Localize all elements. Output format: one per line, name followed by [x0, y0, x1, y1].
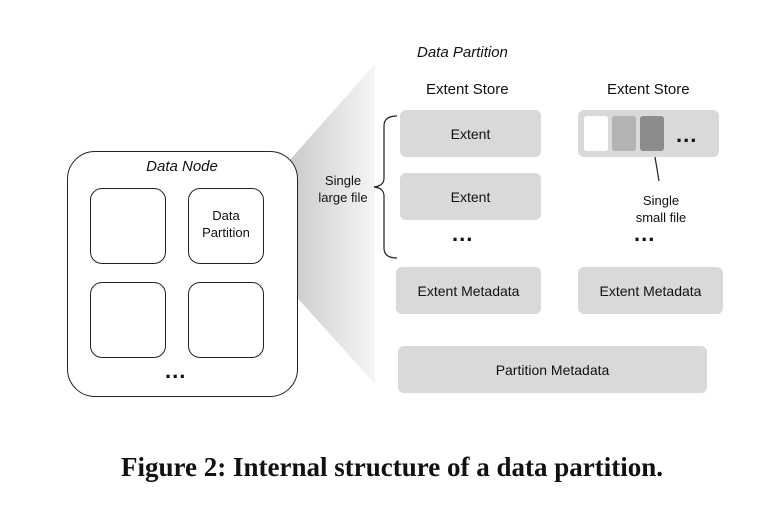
- extent-slot-used: [640, 116, 664, 151]
- extent-store-more-dots: ...: [634, 221, 656, 246]
- partition-title: Data Partition: [417, 44, 508, 61]
- small-file-label: Single small file: [635, 193, 687, 225]
- large-file-bracket: [373, 115, 398, 259]
- partition-slot-highlighted: Data Partition: [188, 188, 264, 264]
- partition-metadata-box: Partition Metadata: [398, 346, 707, 393]
- extent-metadata-box: Extent Metadata: [396, 267, 541, 314]
- data-node-title: Data Node: [146, 158, 218, 175]
- extent-slots-box: ...: [578, 110, 719, 157]
- extent-slot-partial: [612, 116, 636, 151]
- extent-store-more-dots: ...: [452, 221, 474, 246]
- partition-slot-label: Data Partition: [202, 208, 250, 240]
- partition-slot-empty: [90, 188, 166, 264]
- extent-box: Extent: [400, 110, 541, 157]
- zoom-fan: [265, 64, 375, 384]
- extent-box: Extent: [400, 173, 541, 220]
- large-file-label: Single large file: [318, 173, 368, 205]
- extent-slot-free: [584, 116, 608, 151]
- data-node-container: Data Node Data Partition ...: [67, 151, 298, 397]
- extent-store-title: Extent Store: [607, 81, 690, 98]
- figure-caption: Figure 2: Internal structure of a data p…: [121, 452, 663, 482]
- extent-store-title: Extent Store: [426, 81, 509, 98]
- extent-metadata-box: Extent Metadata: [578, 267, 723, 314]
- partition-slot-empty: [90, 282, 166, 358]
- extent-slots-more-dots: ...: [676, 122, 698, 147]
- data-node-more-dots: ...: [165, 358, 187, 383]
- partition-slot-empty: [188, 282, 264, 358]
